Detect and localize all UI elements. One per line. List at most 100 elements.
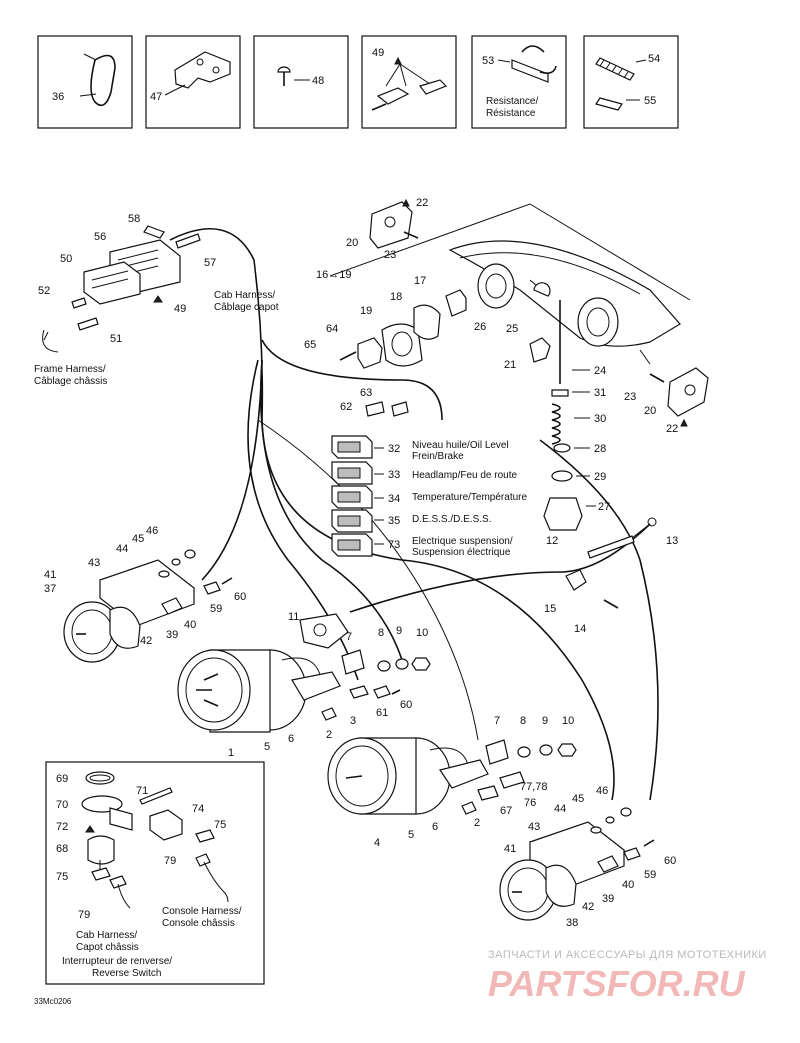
console-harness-label-1: Console Harness/ <box>162 906 242 917</box>
part-30: 30 <box>594 413 606 425</box>
part-52: 52 <box>38 285 50 297</box>
part-5-b: 5 <box>408 829 414 841</box>
part-23-right: 23 <box>624 391 636 403</box>
part-63: 63 <box>360 387 372 399</box>
part-12: 12 <box>546 535 558 547</box>
part-43-left: 43 <box>88 557 100 569</box>
part-45-right: 45 <box>572 793 584 805</box>
part-11: 11 <box>288 611 299 623</box>
switch-73: 73 Electrique suspension/ Suspension éle… <box>331 533 513 558</box>
part-70: 70 <box>56 799 68 811</box>
part-1: 1 <box>228 747 234 759</box>
part-7-b: 7 <box>494 715 500 727</box>
part-68: 68 <box>56 843 68 855</box>
part-59-right: 59 <box>644 869 656 881</box>
part-48: 48 <box>312 75 324 87</box>
part-31: 31 <box>594 387 606 399</box>
part-64: 64 <box>326 323 338 335</box>
adjuster-column: 21 24 31 30 28 29 27 <box>504 300 610 531</box>
reverse-switch-inset: 69 70 71 72 74 75 68 79 75 79 Console Ha… <box>45 761 265 985</box>
part-2-a: 2 <box>326 729 332 741</box>
part-10-b: 10 <box>562 715 574 727</box>
part-50: 50 <box>60 253 72 265</box>
part-77-78: 77,78 <box>520 781 548 793</box>
part-72: 72 <box>56 821 68 833</box>
part-40-left: 40 <box>184 619 196 631</box>
part-67: 67 <box>500 805 512 817</box>
part-79-a: 79 <box>164 855 176 867</box>
part-27: 27 <box>598 501 610 513</box>
part-6-b: 6 <box>432 821 438 833</box>
switch-33: 33 Headlamp/Feu de route <box>331 461 518 485</box>
part-51: 51 <box>110 333 122 345</box>
oil-level-label-1: Niveau huile/Oil Level <box>412 440 509 451</box>
reverse-switch-label-1: Interrupteur de renverse/ <box>62 956 172 967</box>
part-60-a: 60 <box>400 699 412 711</box>
part-25: 25 <box>506 323 518 335</box>
part-36: 36 <box>52 91 64 103</box>
inset-box-48: 48 <box>253 35 349 129</box>
part-22-right: 22 <box>666 423 678 435</box>
cable-12: 12 13 15 14 <box>349 517 678 635</box>
part-47: 47 <box>150 91 162 103</box>
part-9-a: 9 <box>396 625 402 637</box>
part-14: 14 <box>574 623 586 635</box>
harness-wires: Cab Harness/ Câblage capot <box>169 227 659 801</box>
reverse-switch-label-2: Reverse Switch <box>92 968 161 979</box>
part-3: 3 <box>350 715 356 727</box>
part-45-left: 45 <box>132 533 144 545</box>
elec-susp-label-1: Electrique suspension/ <box>412 536 513 547</box>
switch-stack: 62 63 32 Niveau huile/Oil Level Frein/Br… <box>331 387 527 558</box>
large-gauge-1: 1 5 6 2 3 7 8 9 10 11 61 60 <box>177 611 431 759</box>
part-40-right: 40 <box>622 879 634 891</box>
frame-harness-label-1: Frame Harness/ <box>34 364 106 375</box>
part-43-right: 43 <box>528 821 540 833</box>
temperature-label: Temperature/Température <box>412 492 527 503</box>
part-19: 19 <box>360 305 372 317</box>
part-18: 18 <box>390 291 402 303</box>
part-26: 26 <box>474 321 486 333</box>
part-2-b: 2 <box>474 817 480 829</box>
svg-text:33: 33 <box>388 469 400 481</box>
cab-harness-bottom-label-2: Capot châssis <box>76 942 139 953</box>
part-60-left: 60 <box>234 591 246 603</box>
part-8-a: 8 <box>378 627 384 639</box>
bulb-assembly: 17 18 19 16→19 64 65 26 25 <box>304 269 518 369</box>
part-75-a: 75 <box>214 819 226 831</box>
svg-text:32: 32 <box>388 443 400 455</box>
part-28: 28 <box>594 443 606 455</box>
part-71: 71 <box>136 785 148 797</box>
resistance-label-2: Résistance <box>486 108 536 119</box>
part-39-right: 39 <box>602 893 614 905</box>
svg-text:34: 34 <box>388 493 400 505</box>
figure-code: 33Mc0206 <box>34 997 72 1006</box>
bracket-20-top: 22 20 23 <box>346 197 428 261</box>
console-harness-label-2: Console châssis <box>162 918 235 929</box>
part-22-top: 22 <box>416 197 428 209</box>
part-44-right: 44 <box>554 803 566 815</box>
part-58: 58 <box>128 213 140 225</box>
inset-box-49: 49 <box>361 35 457 129</box>
bracket-20-right: 23 20 22 <box>624 367 709 435</box>
part-39-left: 39 <box>166 629 178 641</box>
part-79-b: 79 <box>78 909 90 921</box>
inset-box-47: 47 <box>145 35 241 129</box>
part-42-left: 42 <box>140 635 152 647</box>
cab-harness-label-1: Cab Harness/ <box>214 290 275 301</box>
part-62: 62 <box>340 401 352 413</box>
part-4: 4 <box>374 837 380 849</box>
part-59-left: 59 <box>210 603 222 615</box>
part-21: 21 <box>504 359 516 371</box>
small-gauge-left: 41 37 43 44 45 46 42 39 40 59 60 <box>44 525 246 663</box>
oil-level-label-2: Frein/Brake <box>412 451 464 462</box>
part-42-right: 42 <box>582 901 594 913</box>
part-55: 55 <box>644 95 656 107</box>
part-69: 69 <box>56 773 68 785</box>
part-54: 54 <box>648 53 660 65</box>
part-23-top: 23 <box>384 249 396 261</box>
part-41-left: 41 <box>44 569 56 581</box>
headlamp-label: Headlamp/Feu de route <box>412 470 518 481</box>
watermark-line-2: PARTSFOR.RU <box>488 963 746 1004</box>
part-7-a: 7 <box>346 631 352 643</box>
